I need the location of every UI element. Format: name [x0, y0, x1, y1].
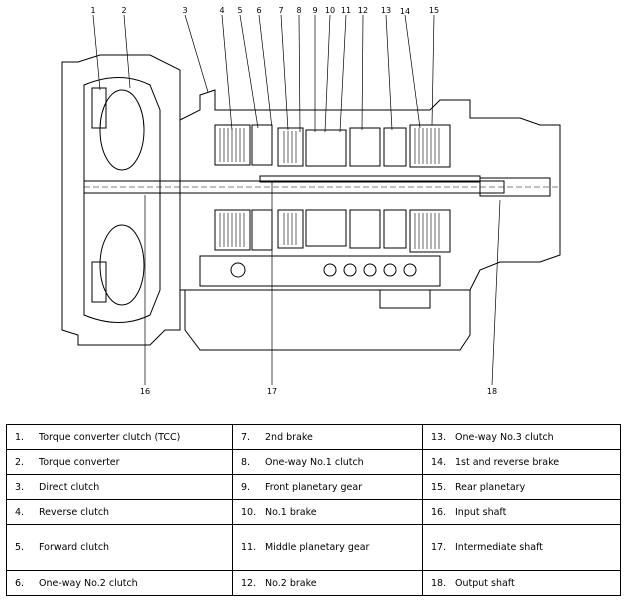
legend-row: 4.Reverse clutch 10.No.1 brake 16.Input …	[6, 499, 621, 525]
transmission-cutaway-diagram: 1 2 3 4 5 6 7 8 9 10 11 12 13 14 15 16 1…	[61, 6, 561, 396]
callout-5: 5	[237, 6, 242, 15]
callout-2: 2	[121, 6, 126, 15]
torque-converter-shape	[83, 77, 161, 323]
friction-plates	[219, 128, 440, 249]
valve-1	[230, 262, 246, 278]
callout-1: 1	[90, 6, 95, 15]
callout-3: 3	[182, 6, 187, 15]
callout-4: 4	[219, 6, 224, 15]
legend-cell: 12.No.2 brake	[232, 570, 423, 596]
callout-6: 6	[256, 6, 261, 15]
callout-17: 17	[267, 387, 277, 396]
legend-cell: 11.Middle planetary gear	[232, 524, 423, 571]
legend-cell: 18.Output shaft	[422, 570, 621, 596]
gearbox-case	[179, 89, 561, 291]
legend-row: 1.Torque converter clutch (TCC) 7.2nd br…	[6, 424, 621, 450]
solenoid-block	[379, 289, 431, 309]
callout-15: 15	[429, 6, 439, 15]
callout-14: 14	[400, 7, 410, 16]
legend-cell: 2.Torque converter	[6, 449, 233, 475]
callout-18: 18	[487, 387, 497, 396]
converter-turbine-upper	[99, 89, 145, 171]
bell-housing	[61, 54, 181, 346]
legend-cell: 5.Forward clutch	[6, 524, 233, 571]
legend-cell: 9.Front planetary gear	[232, 474, 423, 500]
legend-row: 3.Direct clutch 9.Front planetary gear 1…	[6, 474, 621, 500]
legend-cell: 14.1st and reverse brake	[422, 449, 621, 475]
valve-body	[199, 255, 441, 287]
callout-10: 10	[325, 6, 335, 15]
parts-legend-table: 1.Torque converter clutch (TCC) 7.2nd br…	[6, 424, 621, 596]
callout-12: 12	[358, 6, 368, 15]
tcc-plate-upper	[91, 87, 107, 129]
callout-9: 9	[312, 6, 317, 15]
legend-cell: 17.Intermediate shaft	[422, 524, 621, 571]
valve-2	[323, 263, 337, 277]
legend-cell: 10.No.1 brake	[232, 499, 423, 525]
callout-7: 7	[278, 6, 283, 15]
legend-cell: 16.Input shaft	[422, 499, 621, 525]
legend-cell: 3.Direct clutch	[6, 474, 233, 500]
legend-row: 2.Torque converter 8.One-way No.1 clutch…	[6, 449, 621, 475]
legend-cell: 7.2nd brake	[232, 424, 423, 450]
valve-6	[403, 263, 417, 277]
callout-16: 16	[140, 387, 150, 396]
oil-pan	[184, 290, 471, 351]
legend-cell: 15.Rear planetary	[422, 474, 621, 500]
valve-5	[383, 263, 397, 277]
callout-11: 11	[341, 6, 351, 15]
legend-cell: 13.One-way No.3 clutch	[422, 424, 621, 450]
valve-4	[363, 263, 377, 277]
legend-row: 5.Forward clutch 11.Middle planetary gea…	[6, 524, 621, 571]
callout-8: 8	[296, 6, 301, 15]
converter-turbine-lower	[99, 224, 145, 306]
legend-cell: 4.Reverse clutch	[6, 499, 233, 525]
legend-cell: 8.One-way No.1 clutch	[232, 449, 423, 475]
legend-cell: 6.One-way No.2 clutch	[6, 570, 233, 596]
valve-3	[343, 263, 357, 277]
tcc-plate-lower	[91, 261, 107, 303]
legend-cell: 1.Torque converter clutch (TCC)	[6, 424, 233, 450]
leader-lines	[92, 14, 501, 386]
callout-13: 13	[381, 6, 391, 15]
legend-row: 6.One-way No.2 clutch 12.No.2 brake 18.O…	[6, 570, 621, 596]
clutch-packs	[214, 124, 451, 253]
